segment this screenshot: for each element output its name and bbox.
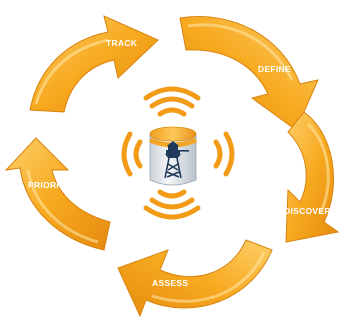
database-watchtower-icon	[149, 126, 197, 186]
track-label: TRACK	[106, 38, 138, 48]
discover-label: DISCOVER	[284, 206, 331, 216]
prioritize-arrow: PRIORITIZE	[4, 137, 111, 251]
wireless-signal-icon	[121, 86, 235, 220]
define-label: DEFINE	[258, 64, 291, 74]
track-arrow: TRACK	[29, 15, 159, 113]
assess-label: ASSESS	[152, 278, 188, 288]
assess-arrow: ASSESS	[117, 239, 273, 318]
watchtower-icon	[164, 141, 189, 179]
prioritize-label: PRIORITIZE	[28, 180, 79, 190]
define-arrow: DEFINE	[179, 16, 319, 131]
discover-arrow: DISCOVER	[284, 111, 340, 243]
